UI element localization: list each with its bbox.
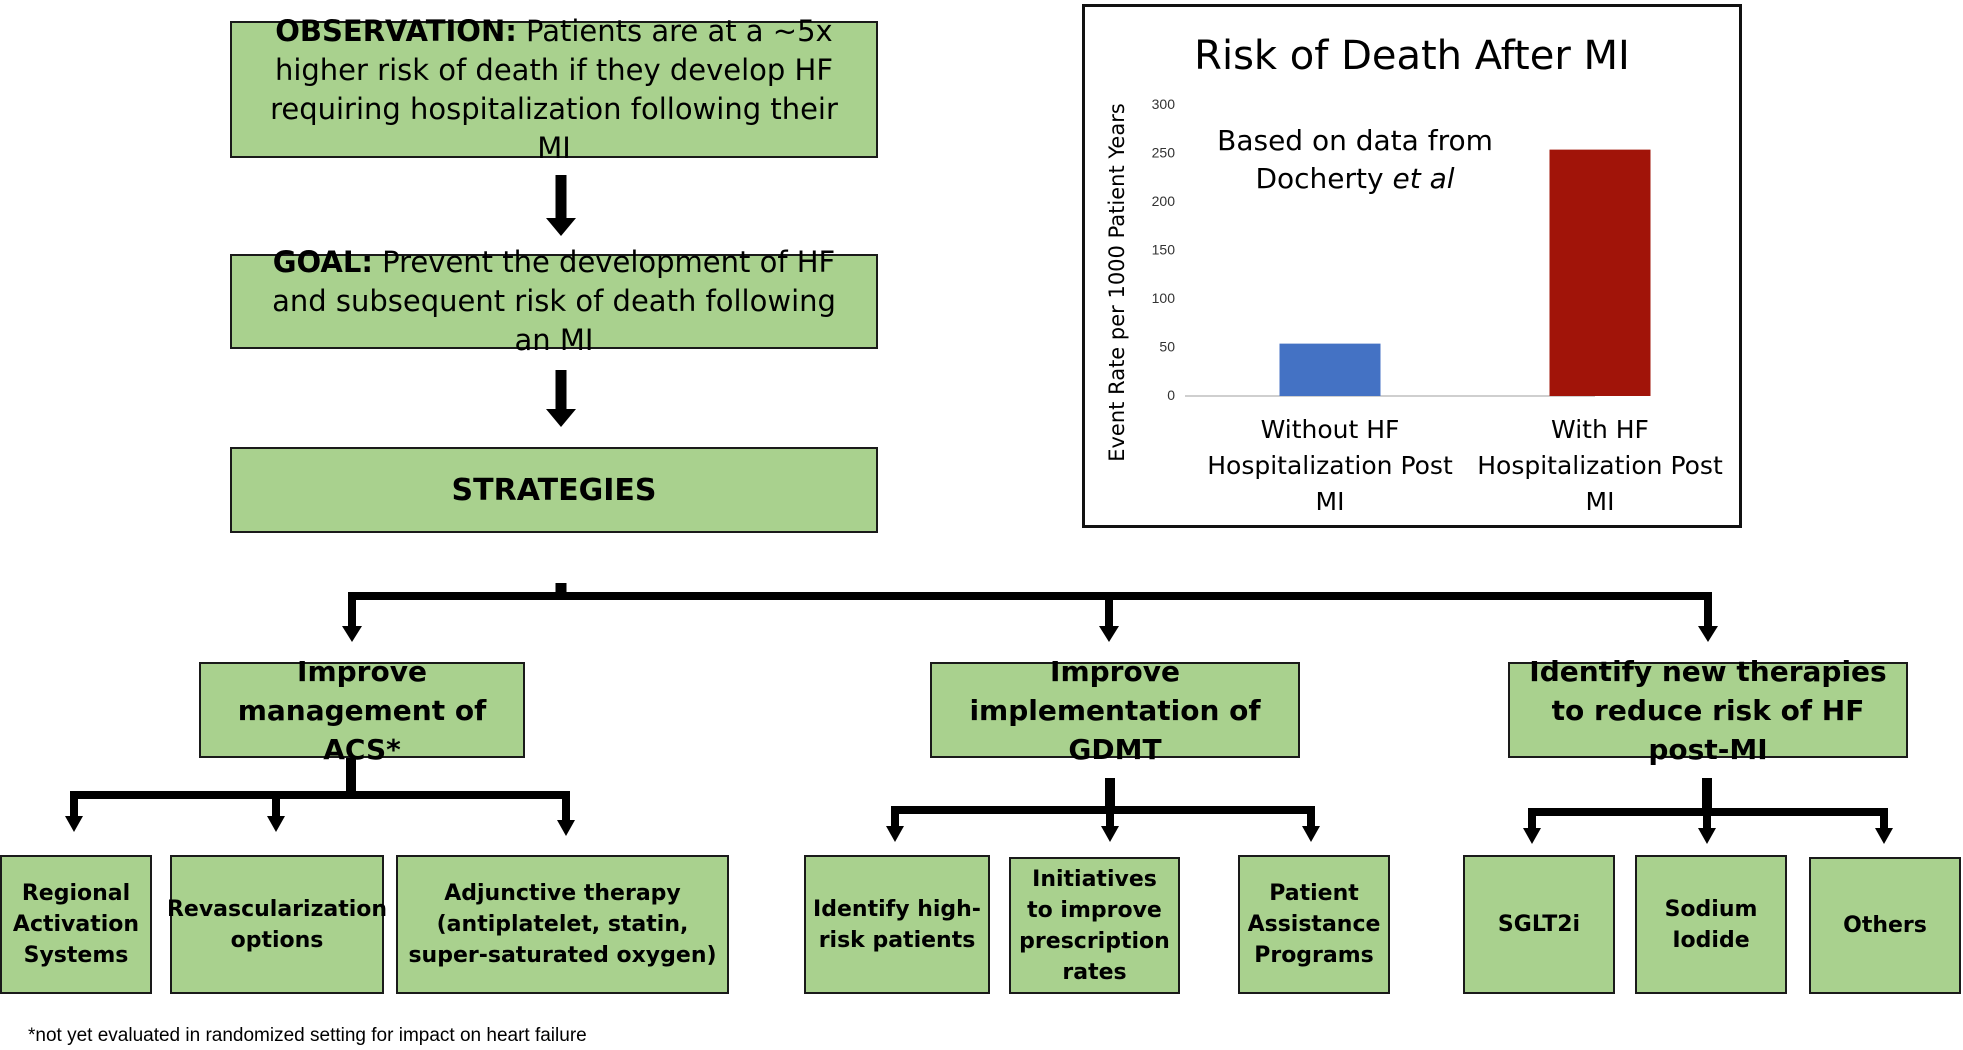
x-tick-label: MI — [1316, 487, 1345, 516]
y-axis-label: Event Rate per 1000 Patient Years — [1105, 103, 1129, 462]
leaf-box: Others — [1809, 857, 1961, 994]
annotation-text: Based on data from Docherty — [1217, 124, 1493, 195]
leaf-label: Sodium Iodide — [1664, 896, 1758, 953]
branch-title: Improve implementation of GDMT — [969, 654, 1261, 766]
goal-label: GOAL: — [272, 245, 373, 279]
observation-box: OBSERVATION: Patients are at a ~5x highe… — [230, 14, 878, 165]
branch-box-acs: Improve management of ACS* — [199, 655, 525, 766]
observation-text: Patients are at a ~5x higher risk of dea… — [270, 13, 838, 165]
annotation-italic: et al — [1392, 162, 1455, 195]
y-tick-label: 150 — [1152, 242, 1176, 258]
bar-chart: 0 50 100 150 200 250 300 Event Rate per 1000 Pa… — [1105, 96, 1723, 516]
x-tick-label: Hospitalization Post — [1207, 451, 1453, 480]
y-tick-label: 200 — [1152, 193, 1176, 209]
branch-arrowhead-2 — [1099, 626, 1119, 642]
x-tick-label: MI — [1586, 487, 1615, 516]
leaf-label: Regional Activation Systems — [12, 881, 140, 968]
branch-arrowhead-1 — [342, 626, 362, 642]
branch-box-new-therapies: Identify new therapies to reduce risk of… — [1508, 655, 1908, 766]
leaf-box: SGLT2i — [1463, 855, 1615, 994]
y-tick-label: 300 — [1152, 96, 1176, 112]
leaf-label: Patient Assistance Programs — [1247, 881, 1381, 968]
chart-annotation: Based on data from Docherty et al — [1205, 122, 1505, 198]
chart-title: Risk of Death After MI — [1194, 33, 1630, 79]
y-tick-label: 250 — [1152, 145, 1176, 161]
leaf-box: Revascularization options — [166, 855, 388, 994]
branch-title: Identify new therapies to reduce risk of… — [1529, 654, 1887, 766]
strategies-title: STRATEGIES — [451, 472, 657, 508]
y-tick-label: 50 — [1159, 339, 1175, 355]
strategies-box: STRATEGIES — [230, 447, 878, 533]
leaf-label: Initiatives to improve prescription rate… — [1019, 866, 1170, 985]
leaf-label: Revascularization options — [166, 896, 388, 953]
leaf-label: Adjunctive therapy (antiplatelet, statin… — [408, 881, 717, 968]
y-tick-label: 0 — [1167, 387, 1175, 403]
branch-box-gdmt: Improve implementation of GDMT — [930, 655, 1300, 766]
x-tick-label: Without HF — [1261, 415, 1400, 444]
goal-text: Prevent the development of HF and subseq… — [272, 245, 836, 357]
x-tick-label: With HF — [1551, 415, 1649, 444]
leaf-label: SGLT2i — [1497, 912, 1581, 937]
arrowhead-goal-to-strategies — [546, 409, 576, 427]
footnote: *not yet evaluated in randomized setting… — [28, 1025, 587, 1046]
y-tick-label: 100 — [1152, 290, 1176, 306]
x-tick-label: Hospitalization Post — [1477, 451, 1723, 480]
leaf-box: Regional Activation Systems — [0, 855, 152, 994]
leaf-box: Identify high-risk patients — [804, 855, 990, 994]
leaf-box: Patient Assistance Programs — [1238, 855, 1390, 994]
leaf-box: Adjunctive therapy (antiplatelet, statin… — [396, 855, 729, 994]
bar — [1549, 149, 1651, 396]
leaf-label: Others — [1843, 913, 1927, 938]
branch-arrowhead-3 — [1698, 626, 1718, 642]
branch-title: Improve management of ACS* — [237, 654, 487, 766]
observation-label: OBSERVATION: — [275, 13, 517, 48]
leaf-box: Sodium Iodide — [1635, 855, 1787, 994]
bar — [1279, 343, 1381, 396]
chart-panel: Risk of Death After MI Based on data fro… — [1082, 4, 1742, 528]
leaf-label: Identify high-risk patients — [813, 896, 981, 953]
goal-box: GOAL: Prevent the development of HF and … — [230, 245, 878, 357]
arrowhead-observation-to-goal — [546, 218, 576, 236]
leaf-box: Initiatives to improve prescription rate… — [1009, 857, 1180, 994]
